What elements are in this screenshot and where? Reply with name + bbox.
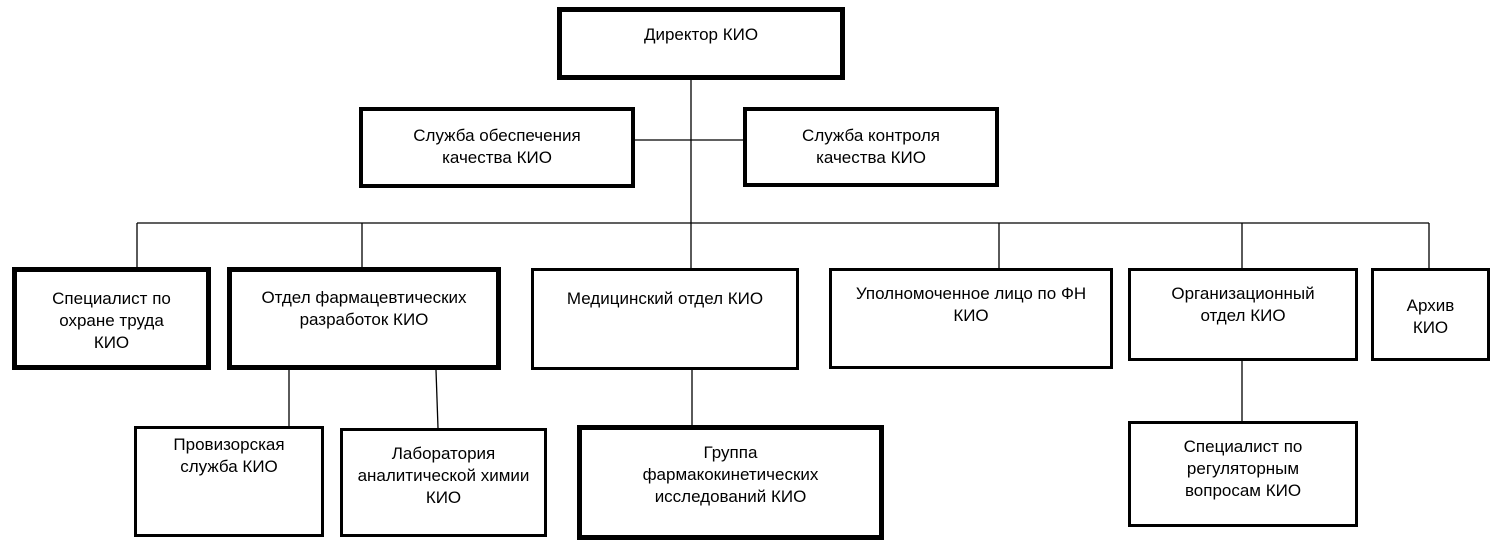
labor-safety-label: Специалист по охране труда КИО	[52, 289, 171, 352]
pharmacist-service-box: Провизорская служба КИО	[134, 426, 324, 537]
director-label: Директор КИО	[643, 25, 759, 44]
regulatory-box: Специалист по регуляторным вопросам КИО	[1128, 421, 1358, 527]
archive-box: Архив КИО	[1371, 268, 1490, 361]
director-box: Директор КИО	[557, 7, 845, 80]
organizational-box: Организационный отдел КИО	[1128, 268, 1358, 361]
pharm-dev-label: Отдел фармацевтических разработок КИО	[261, 288, 467, 329]
archive-label: Архив КИО	[1406, 296, 1455, 337]
qa-service-label: Служба обеспечения качества КИО	[413, 126, 581, 167]
organizational-label: Организационный отдел КИО	[1171, 284, 1315, 325]
qc-service-label: Служба контроля качества КИО	[802, 126, 940, 167]
pk-group-box: Группа фармакокинетических исследований …	[577, 425, 884, 540]
medical-label: Медицинский отдел КИО	[566, 289, 764, 308]
pharm-dev-box: Отдел фармацевтических разработок КИО	[227, 267, 501, 370]
qa-service-box: Служба обеспечения качества КИО	[359, 107, 635, 188]
pharmacist-service-label: Провизорская служба КИО	[173, 435, 285, 476]
labor-safety-box: Специалист по охране труда КИО	[12, 267, 211, 370]
medical-box: Медицинский отдел КИО	[531, 268, 799, 370]
analytical-lab-box: Лаборатория аналитической химии КИО	[340, 428, 547, 537]
pk-group-label: Группа фармакокинетических исследований …	[642, 443, 819, 506]
analytical-lab-label: Лаборатория аналитической химии КИО	[357, 444, 530, 507]
qualified-person-label: Уполномоченное лицо по ФН КИО	[855, 284, 1087, 325]
regulatory-label: Специалист по регуляторным вопросам КИО	[1183, 437, 1303, 500]
qc-service-box: Служба контроля качества КИО	[743, 107, 999, 187]
qualified-person-box: Уполномоченное лицо по ФН КИО	[829, 268, 1113, 369]
